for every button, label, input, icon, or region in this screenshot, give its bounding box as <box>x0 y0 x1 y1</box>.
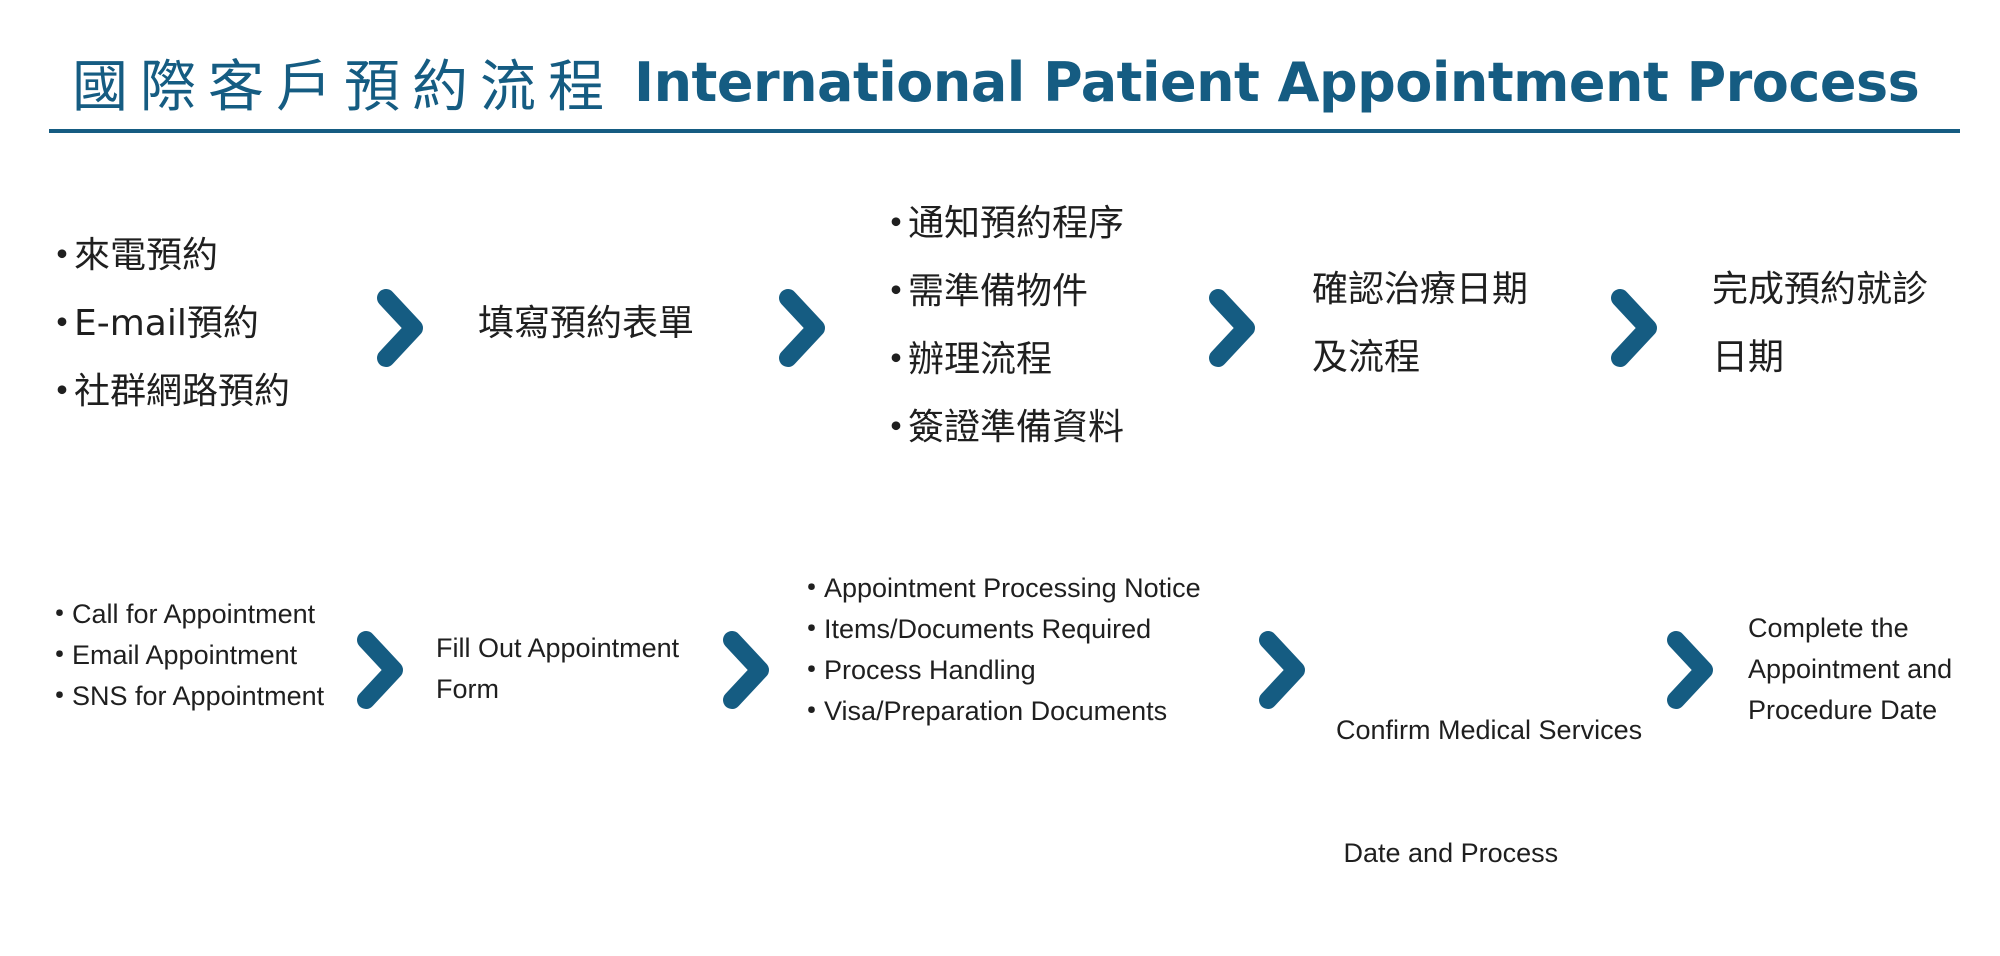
text-line: Procedure Date <box>1748 695 1938 725</box>
bullet-icon: ・ <box>798 696 825 726</box>
zh-step4-confirm-date: 確認治療日期 及流程 <box>1312 256 1528 392</box>
list-item: ・Visa/Preparation Documents <box>798 691 1201 732</box>
en-step3-notice-list: ・Appointment Processing Notice ・Items/Do… <box>798 568 1201 732</box>
list-item: ・Call for Appointment <box>46 594 324 635</box>
text-line: Confirm Medical Services <box>1336 715 1643 745</box>
zh-step5-complete: 完成預約就診 日期 <box>1712 256 1928 392</box>
chevron-right-icon <box>1606 288 1662 368</box>
list-item: ・辦理流程 <box>878 326 1124 394</box>
text-line: 及流程 <box>1312 337 1421 378</box>
list-item: ・來電預約 <box>44 222 290 290</box>
bullet-icon: ・ <box>46 681 73 711</box>
list-item: ・需準備物件 <box>878 258 1124 326</box>
text-line: 完成預約就診 <box>1712 269 1929 310</box>
text-line: Appointment and <box>1748 654 1953 684</box>
bullet-icon: ・ <box>44 303 81 344</box>
list-item: ・Process Handling <box>798 650 1201 691</box>
list-item: ・Items/Documents Required <box>798 609 1201 650</box>
chevron-right-icon <box>1662 630 1718 710</box>
list-item: ・社群網路預約 <box>44 358 290 426</box>
bullet-icon: ・ <box>46 640 73 670</box>
title-underline <box>49 129 1960 133</box>
bullet-icon: ・ <box>878 203 915 244</box>
text-line: Form <box>436 674 499 704</box>
bullet-icon: ・ <box>44 235 81 276</box>
text-line: Complete the <box>1748 613 1909 643</box>
en-step1-channels: ・Call for Appointment ・Email Appointment… <box>46 594 324 717</box>
list-item: ・簽證準備資料 <box>878 394 1124 462</box>
bullet-icon: ・ <box>44 371 81 412</box>
en-step5-complete: Complete the Appointment and Procedure D… <box>1748 608 1952 731</box>
list-item: ・通知預約程序 <box>878 190 1124 258</box>
bullet-icon: ・ <box>798 655 825 685</box>
chevron-right-icon <box>1204 288 1260 368</box>
zh-step1-channels: ・來電預約 ・E-mail預約 ・社群網路預約 <box>44 222 290 426</box>
list-item: ・Appointment Processing Notice <box>798 568 1201 609</box>
chevron-right-icon <box>372 288 428 368</box>
chevron-right-icon <box>352 630 408 710</box>
text-line: Date and Process <box>1336 838 1559 868</box>
chevron-right-icon <box>718 630 774 710</box>
bullet-icon: ・ <box>798 614 825 644</box>
bullet-icon: ・ <box>878 339 915 380</box>
list-item: ・SNS for Appointment <box>46 676 324 717</box>
en-step4-confirm-date: Confirm Medical Services Date and Proces… <box>1336 628 1642 956</box>
en-step2-fill-form: Fill Out Appointment Form <box>436 628 679 710</box>
text-line: 日期 <box>1712 337 1785 378</box>
chevron-right-icon <box>774 288 830 368</box>
title-english: International Patient Appointment Proces… <box>634 50 1920 114</box>
zh-step3-notice-list: ・通知預約程序 ・需準備物件 ・辦理流程 ・簽證準備資料 <box>878 190 1124 462</box>
page-title: 國際客戶預約流程 International Patient Appointme… <box>72 42 1952 122</box>
text-line: 確認治療日期 <box>1312 269 1529 310</box>
text-line: Fill Out Appointment <box>436 633 680 663</box>
list-item: ・E-mail預約 <box>44 290 290 358</box>
zh-step2-fill-form: 填寫預約表單 <box>478 303 695 344</box>
bullet-icon: ・ <box>798 573 825 603</box>
list-item: ・Email Appointment <box>46 635 324 676</box>
title-chinese: 國際客戶預約流程 <box>72 54 616 120</box>
bullet-icon: ・ <box>46 599 73 629</box>
chevron-right-icon <box>1254 630 1310 710</box>
bullet-icon: ・ <box>878 407 915 448</box>
bullet-icon: ・ <box>878 271 915 312</box>
